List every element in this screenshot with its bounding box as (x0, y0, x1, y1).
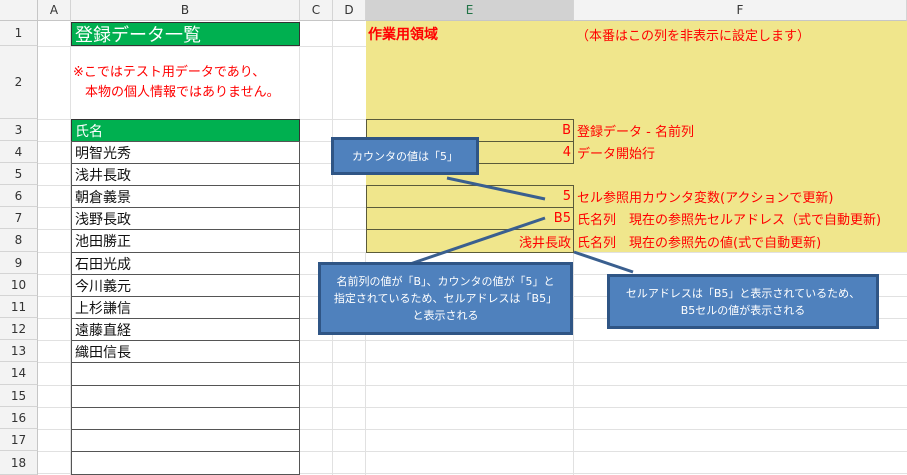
column-header-b[interactable]: B (71, 0, 300, 21)
name-cell[interactable] (71, 407, 300, 430)
callout-counter[interactable]: カウンタの値は「5」 (331, 137, 479, 175)
row-header-11[interactable]: 11 (0, 296, 38, 318)
name-cell[interactable]: 上杉謙信 (71, 296, 300, 319)
name-cell[interactable]: 石田光成 (71, 252, 300, 275)
select-all-corner[interactable] (0, 0, 38, 21)
cell-e7-address[interactable]: B5 (366, 207, 574, 230)
row-header-5[interactable]: 5 (0, 163, 38, 185)
column-header-c[interactable]: C (300, 0, 333, 21)
name-cell[interactable]: 浅野長政 (71, 207, 300, 230)
callout-address[interactable]: 名前列の値が「B」、カウンタの値が「5」と 指定されているため、セルアドレスは「… (318, 262, 573, 335)
row-header-15[interactable]: 15 (0, 385, 38, 407)
callout-value[interactable]: セルアドレスは「B5」と表示されているため、 B5セルの値が表示される (607, 274, 879, 329)
gridline (38, 451, 907, 452)
gridline (38, 385, 907, 386)
name-cell[interactable]: 遠藤直経 (71, 318, 300, 341)
name-cell[interactable]: 池田勝正 (71, 229, 300, 253)
name-cell[interactable]: 明智光秀 (71, 141, 300, 164)
name-cell[interactable] (71, 362, 300, 386)
cell-f6-label[interactable]: セル参照用カウンタ変数(アクションで更新) (577, 191, 834, 206)
name-cell[interactable] (71, 385, 300, 408)
gridline (70, 21, 71, 475)
gridline (365, 252, 366, 475)
column-header-e[interactable]: E (366, 0, 574, 21)
cell-f1-note[interactable]: （本番はこの列を非表示に設定します） (576, 28, 811, 44)
row-header-9[interactable]: 9 (0, 252, 38, 274)
row-header-1[interactable]: 1 (0, 21, 38, 46)
gridline (573, 252, 574, 475)
gridline (38, 362, 907, 363)
row-header-13[interactable]: 13 (0, 340, 38, 362)
row-header-3[interactable]: 3 (0, 119, 38, 141)
cell-f3-label[interactable]: 登録データ - 名前列 (577, 125, 694, 140)
name-cell[interactable]: 今川義元 (71, 274, 300, 297)
note-line-2: 本物の個人情報ではありません。 (85, 85, 280, 100)
row-header-7[interactable]: 7 (0, 207, 38, 229)
gridline (38, 46, 366, 47)
gridline (38, 429, 907, 430)
cell-e6-counter[interactable]: 5 (366, 185, 574, 208)
note-line-1: ※こではテスト用データであり、 (73, 65, 266, 80)
gridline (38, 473, 907, 474)
row-header-14[interactable]: 14 (0, 362, 38, 385)
column-header-f[interactable]: F (574, 0, 907, 21)
row-header-8[interactable]: 8 (0, 229, 38, 252)
row-header-17[interactable]: 17 (0, 429, 38, 451)
gridline (38, 340, 907, 341)
row-header-10[interactable]: 10 (0, 274, 38, 296)
name-cell[interactable]: 浅井長政 (71, 163, 300, 186)
gridline (332, 21, 333, 475)
cell-e1-work-area-title[interactable]: 作業用領域 (368, 27, 438, 43)
row-header-18[interactable]: 18 (0, 451, 38, 475)
name-cell[interactable]: 朝倉義景 (71, 185, 300, 208)
row-header-6[interactable]: 6 (0, 185, 38, 207)
gridline (38, 407, 907, 408)
cell-b3-name-header[interactable]: 氏名 (71, 119, 300, 142)
name-cell[interactable] (71, 429, 300, 452)
name-cell[interactable] (71, 451, 300, 475)
row-header-2[interactable]: 2 (0, 46, 38, 119)
column-header-d[interactable]: D (333, 0, 366, 21)
column-header-a[interactable]: A (38, 0, 71, 21)
work-area-background (366, 21, 907, 252)
row-header-4[interactable]: 4 (0, 141, 38, 163)
cell-f8-label[interactable]: 氏名列 現在の参照先の値(式で自動更新) (577, 235, 822, 251)
cell-b2-note[interactable]: ※こではテスト用データであり、 本物の個人情報ではありません。 (71, 47, 300, 119)
cell-f7-label[interactable]: 氏名列 現在の参照先セルアドレス（式で自動更新) (577, 213, 882, 228)
row-header-16[interactable]: 16 (0, 407, 38, 429)
cell-f4-label[interactable]: データ開始行 (577, 147, 656, 162)
name-cell[interactable]: 織田信長 (71, 340, 300, 363)
cell-b1-title[interactable]: 登録データ一覧 (71, 22, 300, 46)
row-header-12[interactable]: 12 (0, 318, 38, 340)
cell-e8-value[interactable]: 浅井長政 (366, 229, 574, 253)
